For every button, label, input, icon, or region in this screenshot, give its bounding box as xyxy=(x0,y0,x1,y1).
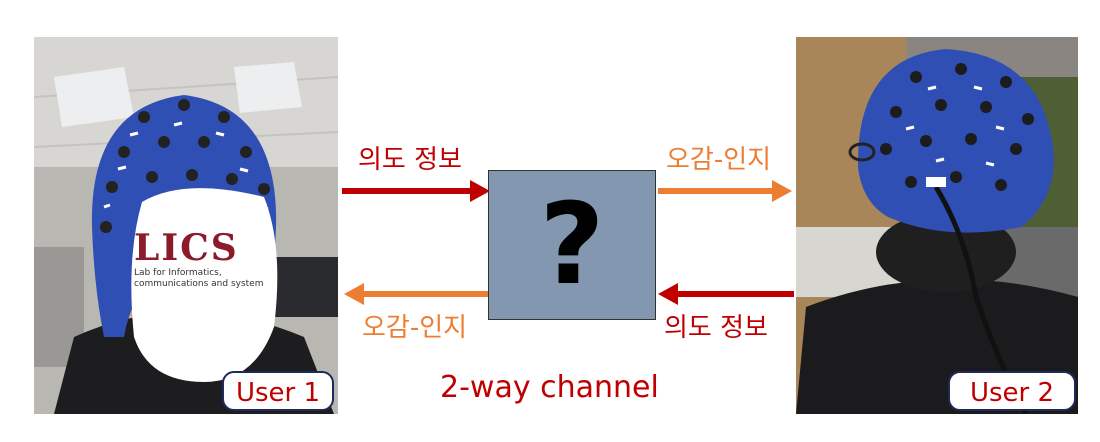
user2-label: User 2 xyxy=(948,371,1076,411)
user1-photo xyxy=(34,37,338,414)
intent-label-top: 의도 정보 xyxy=(358,145,462,175)
intent-arrow-bottom xyxy=(658,283,794,305)
question-mark-icon: ? xyxy=(539,180,605,310)
sense-arrow-bottom xyxy=(344,283,488,305)
intent-label-bottom: 의도 정보 xyxy=(664,313,768,343)
lics-logo-mark: LICS xyxy=(134,227,239,269)
eeg-cap-front-icon xyxy=(34,37,338,414)
lics-logo-subtitle-2: communications and system xyxy=(134,279,264,289)
lics-logo: LICS Lab for Informatics, communications… xyxy=(134,228,274,298)
unknown-channel-box: ? xyxy=(488,170,656,320)
sense-arrow-top xyxy=(658,180,792,202)
intent-arrow-top xyxy=(342,180,490,202)
lics-logo-subtitle-1: Lab for Informatics, xyxy=(134,268,222,278)
sense-label-bottom: 오감-인지 xyxy=(362,313,468,343)
channel-caption: 2-way channel xyxy=(440,370,659,405)
user1-label: User 1 xyxy=(222,371,334,411)
sense-label-top: 오감-인지 xyxy=(666,145,772,175)
